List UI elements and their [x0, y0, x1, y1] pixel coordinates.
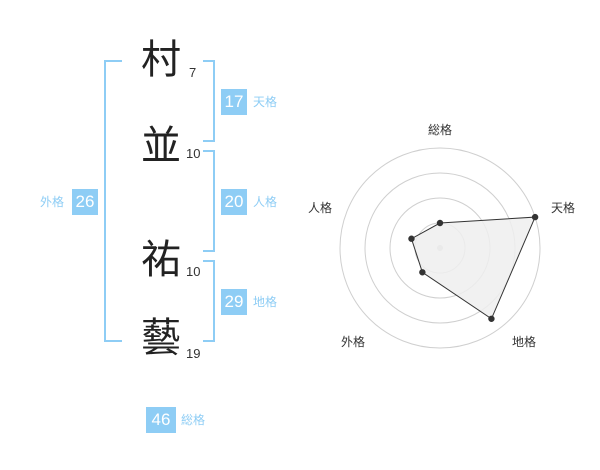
jinkaku-label: 人格 — [253, 195, 278, 209]
soukaku-label: 総格 — [181, 413, 206, 427]
radar-ring — [339, 147, 541, 349]
tenkaku-badge: 17 — [221, 89, 247, 115]
tenkaku-label: 天格 — [253, 95, 278, 109]
chikaku-label: 地格 — [253, 295, 278, 309]
gaikaku-bracket — [104, 60, 122, 342]
stroke-count-3: 10 — [186, 264, 201, 279]
radar-point — [488, 315, 495, 322]
chikaku-bracket — [203, 260, 215, 342]
jinkaku-badge: 20 — [221, 189, 247, 215]
radar-label: 総格 — [428, 122, 452, 137]
radar-area — [410, 216, 536, 320]
radar-label: 天格 — [551, 200, 575, 215]
tenkaku-bracket — [203, 60, 215, 142]
radar-label: 人格 — [308, 200, 332, 215]
stroke-count-2: 10 — [186, 146, 201, 161]
radar-point — [408, 235, 415, 242]
name-char-2: 並 — [141, 123, 181, 169]
radar-label: 外格 — [341, 334, 365, 349]
gaikaku-badge: 26 — [72, 189, 98, 215]
stroke-count-1: 7 — [189, 65, 197, 80]
gaikaku-label: 外格 — [40, 195, 65, 209]
stroke-count-4: 19 — [186, 346, 201, 361]
name-char-4: 藝 — [141, 315, 181, 361]
name-char-1: 村 — [141, 37, 181, 83]
name-char-3: 祐 — [141, 237, 181, 283]
soukaku-badge: 46 — [146, 407, 176, 433]
radar-point — [436, 219, 444, 227]
radar-point — [531, 213, 539, 221]
radar-point — [419, 269, 426, 276]
jinkaku-bracket — [203, 150, 215, 252]
radar-label: 地格 — [512, 334, 536, 349]
chikaku-badge: 29 — [221, 289, 247, 315]
